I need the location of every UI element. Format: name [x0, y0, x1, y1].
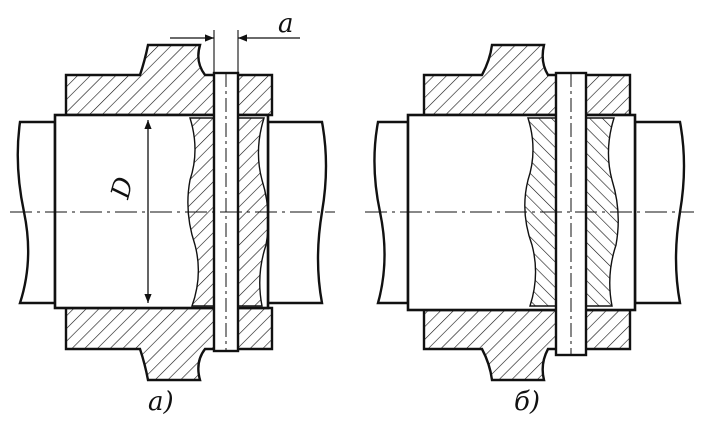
caption-a: a) [148, 387, 174, 417]
hub-bottom-a [64, 306, 274, 382]
view-b: б) [365, 43, 694, 417]
caption-b: б) [514, 387, 540, 417]
shaft-left-b [373, 120, 410, 305]
hub-bottom-b [422, 308, 632, 382]
hub-top-a [64, 43, 274, 117]
shaft-left-a [16, 120, 57, 305]
dim-a-label: a [278, 9, 294, 39]
pin-b [554, 71, 588, 357]
hub-top-b [422, 43, 632, 117]
view-a: D a a) [10, 9, 335, 417]
